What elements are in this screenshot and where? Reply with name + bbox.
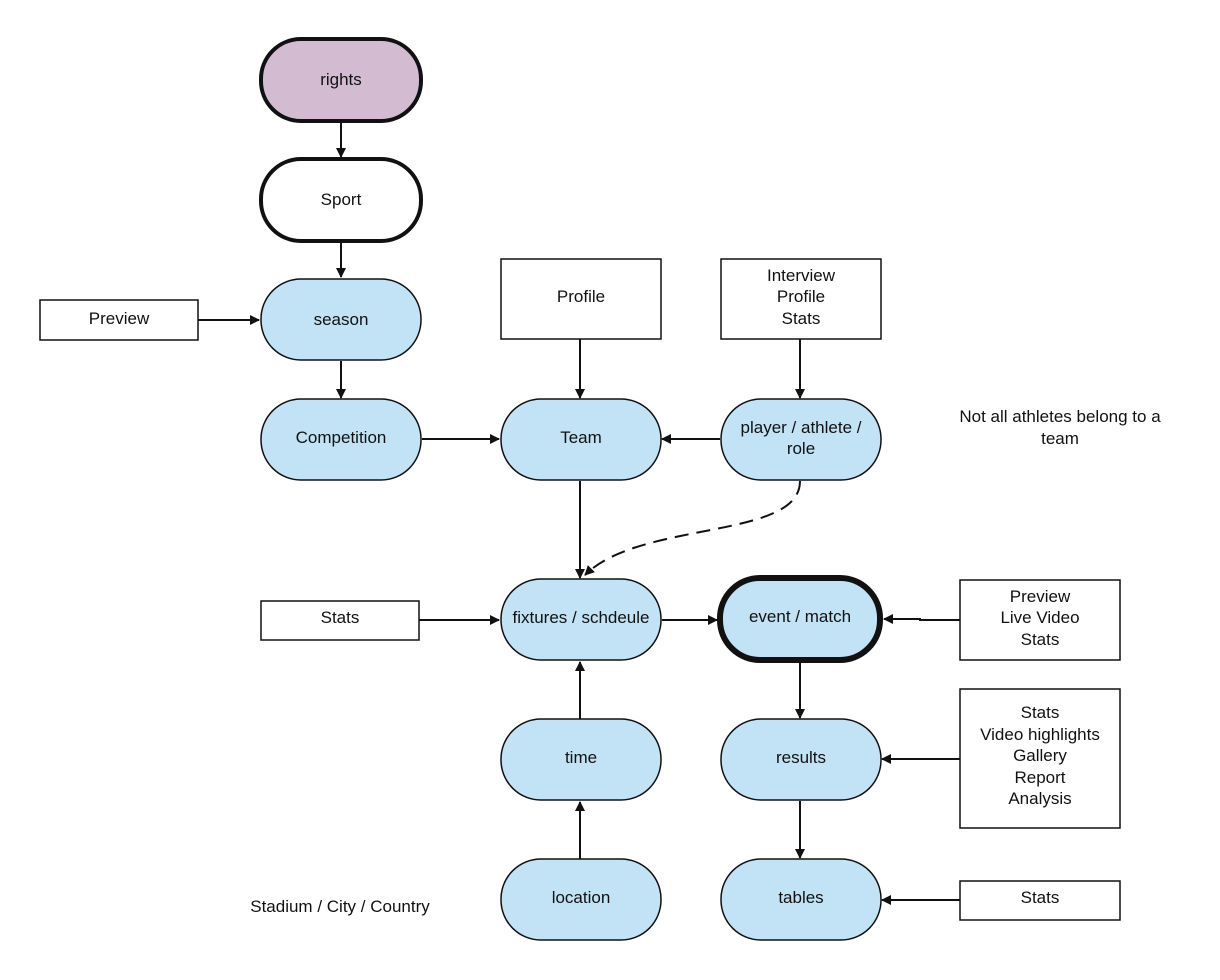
- dashed-arrow-player-to-fixtures: [584, 480, 801, 576]
- node-tables: [720, 858, 882, 941]
- note-athletes: Not all athletes belong to a team: [959, 407, 1161, 448]
- box-team-profile: [500, 258, 662, 340]
- note-location: Stadium / City / Country: [250, 897, 430, 916]
- content-boxes: [39, 258, 1121, 921]
- node-results: [720, 718, 882, 801]
- box-season-preview: [39, 299, 199, 341]
- node-fixtures: [500, 578, 662, 661]
- node-season: [260, 278, 422, 361]
- box-fixtures-stats: [260, 600, 420, 641]
- box-tables-stats: [959, 880, 1121, 921]
- node-player: [720, 398, 882, 481]
- entity-nodes: [259, 37, 883, 941]
- node-event: [717, 575, 883, 663]
- arrow-event-content-to-event: [883, 614, 960, 624]
- node-competition: [260, 398, 422, 481]
- node-rights: [259, 37, 423, 123]
- box-player-content: [720, 258, 882, 340]
- box-event-content: [959, 579, 1121, 661]
- node-team: [500, 398, 662, 481]
- connectors: [198, 121, 960, 905]
- node-location: [500, 858, 662, 941]
- box-results-content: [959, 688, 1121, 829]
- node-sport: [259, 157, 423, 243]
- node-time: [500, 718, 662, 801]
